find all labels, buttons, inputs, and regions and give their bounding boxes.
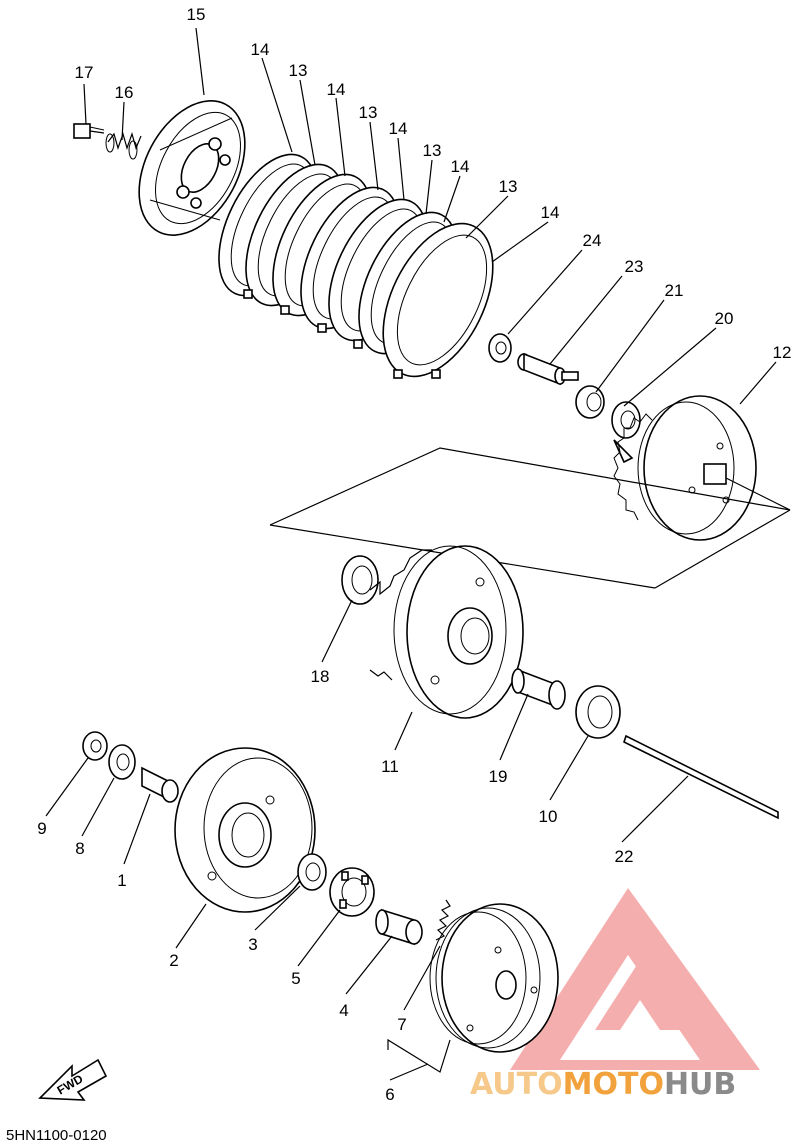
callout-14d: 14 — [451, 157, 470, 176]
callout-2: 2 — [169, 951, 178, 970]
callout-4: 4 — [339, 1001, 348, 1020]
callout-16: 16 — [115, 83, 134, 102]
sleeve-19 — [511, 668, 566, 710]
callout-9: 9 — [37, 819, 46, 838]
watermark-part-auto: AUTO — [470, 1067, 563, 1102]
watermark-logo-icon — [510, 888, 760, 1070]
diagram-code: 5HN1100-0120 — [6, 1127, 107, 1144]
clutch-housing-11 — [369, 545, 524, 719]
callout-1: 1 — [117, 871, 126, 890]
leader-lines — [45, 27, 777, 1081]
callout-21: 21 — [665, 281, 684, 300]
callout-8: 8 — [75, 839, 84, 858]
callout-18: 18 — [311, 667, 330, 686]
shaft-22 — [623, 734, 779, 820]
clutch-plate-stack — [218, 153, 494, 379]
primary-housing-2 — [174, 747, 316, 913]
callout-13c: 13 — [423, 141, 442, 160]
washer-8 — [108, 744, 136, 780]
clutch-boss-12 — [613, 395, 757, 541]
nut-21 — [575, 385, 605, 419]
callout-13b: 13 — [359, 103, 378, 122]
callout-5: 5 — [291, 969, 300, 988]
callout-10: 10 — [539, 807, 558, 826]
callout-24: 24 — [583, 231, 602, 250]
callout-13a: 13 — [289, 61, 308, 80]
callout-14b: 14 — [327, 80, 346, 99]
watermark-text: AUTOMOTOHUB — [470, 1067, 736, 1102]
callout-15: 15 — [187, 5, 206, 24]
washer-3 — [297, 853, 327, 891]
callout-17: 17 — [75, 63, 94, 82]
callout-20: 20 — [715, 309, 734, 328]
thrust-washer-18 — [341, 555, 379, 605]
watermark-part-hub: HUB — [664, 1067, 736, 1102]
callout-3: 3 — [248, 935, 257, 954]
watermark-part-moto: MOTO — [563, 1067, 664, 1102]
callout-14e: 14 — [541, 203, 560, 222]
callout-6: 6 — [385, 1085, 394, 1104]
callout-labels: 15 17 16 14 13 14 13 14 13 14 13 14 24 2… — [37, 5, 791, 1104]
fwd-arrow-icon — [38, 1058, 108, 1101]
callout-12: 12 — [773, 343, 792, 362]
collar-1 — [141, 766, 179, 803]
callout-13d: 13 — [499, 177, 518, 196]
callout-23: 23 — [625, 257, 644, 276]
callout-14c: 14 — [389, 119, 408, 138]
push-rod-23 — [517, 352, 579, 386]
one-way-clutch-5 — [329, 867, 375, 917]
washer-24 — [488, 333, 512, 363]
callout-7: 7 — [397, 1015, 406, 1034]
needle-bearing-4 — [375, 908, 423, 946]
bearing-10 — [575, 685, 621, 739]
callout-22: 22 — [615, 847, 634, 866]
bolt-17 — [73, 123, 105, 139]
spring-16 — [105, 132, 142, 160]
callout-11: 11 — [381, 757, 399, 776]
pressure-plate-15 — [138, 100, 246, 236]
callout-14a: 14 — [251, 40, 270, 59]
lock-washer-20 — [611, 401, 641, 464]
centrifugal-clutch-6 — [429, 903, 559, 1053]
nut-9 — [82, 731, 108, 761]
callout-19: 19 — [489, 767, 508, 786]
